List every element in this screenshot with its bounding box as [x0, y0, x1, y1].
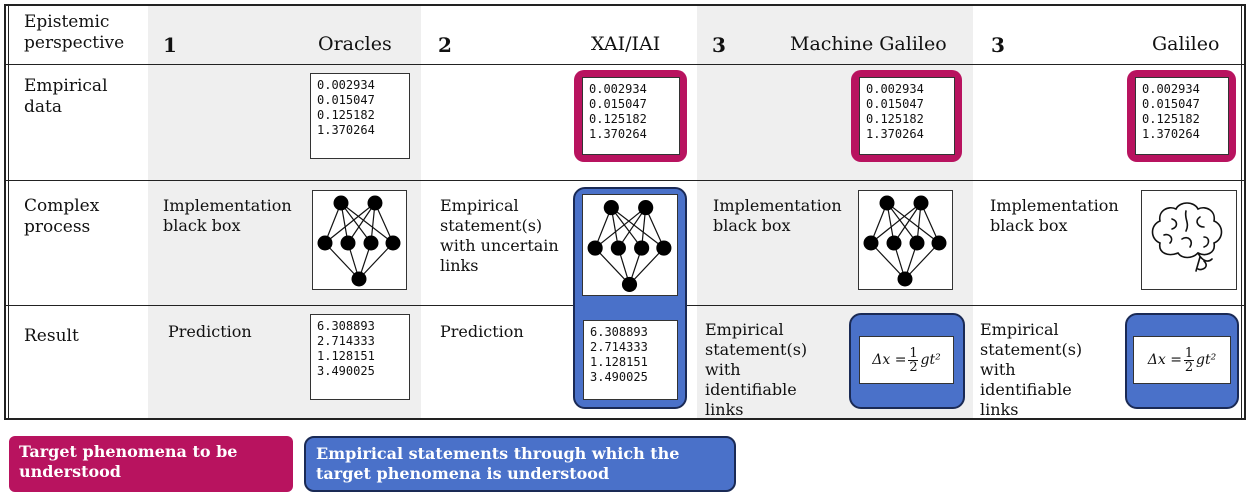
col4-number: 3: [991, 33, 1005, 57]
col4-title: Galileo: [1152, 33, 1220, 55]
row-label-result: Result: [24, 326, 79, 346]
result-text-c1: Prediction: [168, 322, 252, 341]
legend-statements: Empirical statements through which the t…: [304, 436, 736, 492]
col1-title: Oracles: [318, 33, 392, 55]
complex-text-c3: Implementation black box: [713, 196, 842, 235]
col3-title: Machine Galileo: [790, 33, 947, 55]
result-text-c3: Empirical statement(s) with identifiable…: [705, 320, 808, 419]
result-text-c2: Prediction: [440, 322, 524, 341]
equation-rhs: gt²: [920, 352, 941, 368]
network-box-c1: [312, 190, 407, 290]
complex-text-c1: Implementation black box: [163, 196, 292, 235]
complex-text-c4: Implementation black box: [990, 196, 1119, 235]
result-text-c4: Empirical statement(s) with identifiable…: [980, 320, 1083, 419]
legend-target: Target phenomena to be understood: [9, 436, 293, 492]
complex-text-c2: Empirical statement(s) with uncertain li…: [440, 196, 559, 275]
network-box-c2: [582, 194, 678, 296]
equation-lhs: Δx =: [872, 352, 907, 368]
col2-number: 2: [438, 33, 452, 57]
neural-network-icon: [863, 195, 947, 287]
perspective-label: Epistemic perspective: [24, 12, 125, 53]
row-label-empirical: Empirical data: [24, 76, 108, 117]
brain-icon: [1151, 202, 1223, 272]
col1-number: 1: [163, 33, 177, 57]
col2-title: XAI/IAI: [591, 33, 661, 55]
network-box-c3: [858, 190, 953, 290]
col3-number: 3: [712, 33, 726, 57]
brain-box-c4: [1141, 190, 1237, 290]
neural-network-icon: [317, 195, 401, 287]
neural-network-icon: [587, 200, 672, 293]
row-label-complex: Complex process: [24, 196, 100, 237]
